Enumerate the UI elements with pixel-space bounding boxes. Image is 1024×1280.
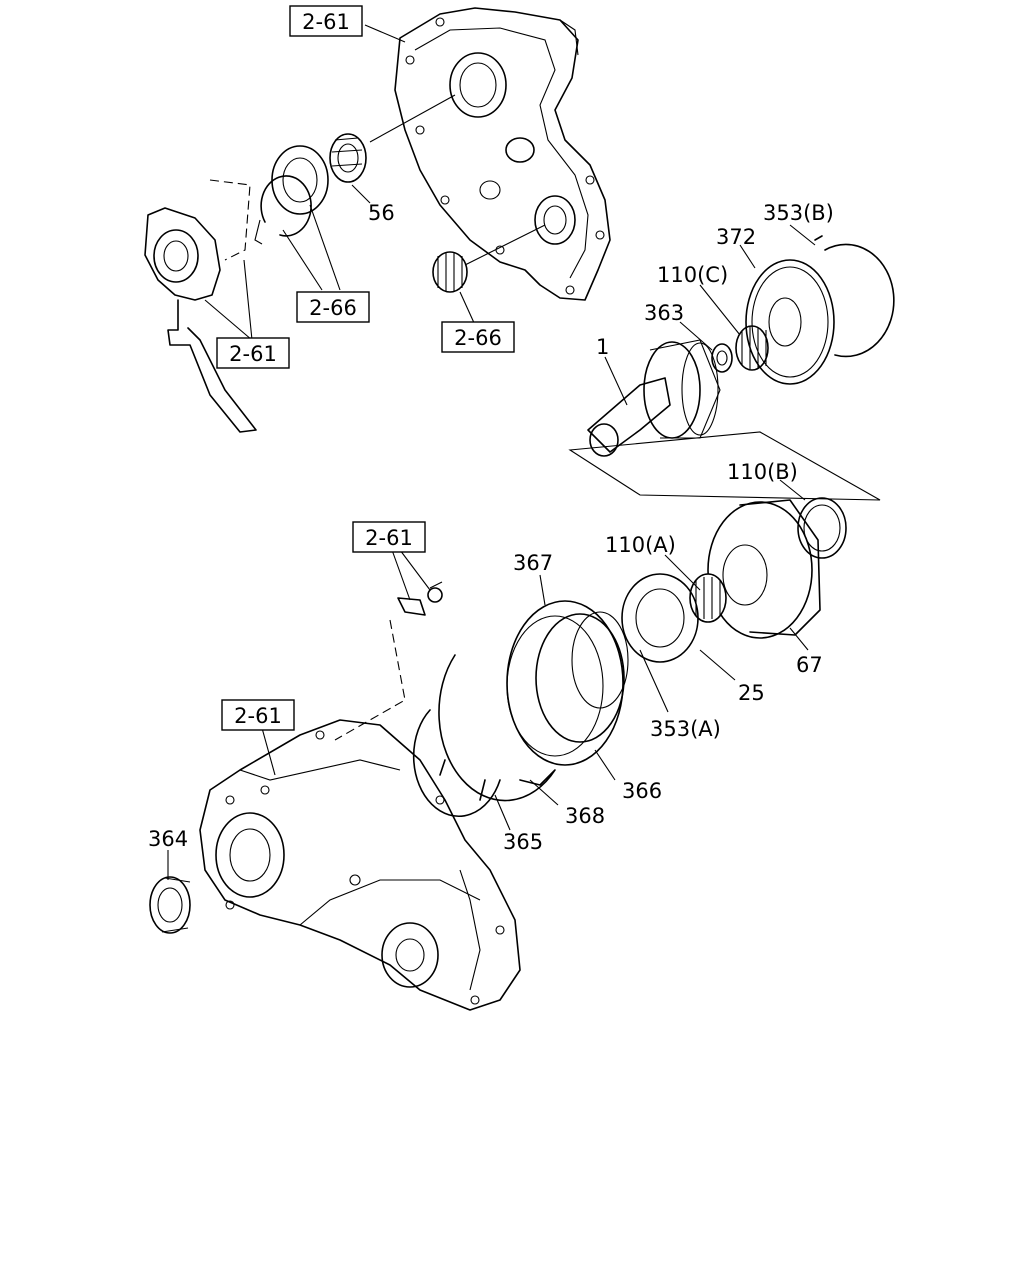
leader-line: [334, 619, 406, 741]
part-label-67: 67: [796, 653, 823, 677]
ref-label-2-61-bottom: 2-61: [234, 704, 282, 728]
leader-line: [243, 259, 253, 341]
leader-line: [364, 24, 406, 43]
leader-line: [399, 549, 431, 591]
part-label-353a: 353(A): [650, 717, 721, 741]
part-label-56: 56: [368, 201, 395, 225]
leader-line: [699, 284, 741, 336]
part-label-372: 372: [716, 225, 756, 249]
leader-line: [309, 204, 341, 291]
part-label-25: 25: [738, 681, 765, 705]
carrier-67: [707, 499, 821, 639]
leader-line: [594, 749, 616, 781]
leader-line: [464, 224, 546, 266]
group-outline: [568, 431, 881, 501]
ref-box: [352, 521, 426, 553]
leader-line: [679, 321, 713, 351]
leader-line: [391, 549, 411, 601]
part-label-368: 368: [565, 804, 605, 828]
part-label-353b: 353(B): [763, 201, 834, 225]
ref-box: [441, 321, 515, 353]
gear-372: [745, 259, 835, 385]
band-365: [412, 709, 501, 818]
seal-56: [329, 133, 367, 183]
bolt-bracket: [397, 581, 443, 616]
upper-case-cover: [394, 7, 611, 301]
leader-line: [351, 184, 371, 204]
ref-label-2-61-left: 2-61: [229, 342, 277, 366]
part-label-110b: 110(B): [727, 460, 798, 484]
leader-line: [604, 356, 628, 406]
part-label-110c: 110(C): [657, 263, 728, 287]
pump-bracket: [144, 179, 257, 433]
bearing-25: [621, 573, 699, 663]
ref-box: [221, 699, 295, 731]
leader-line: [739, 244, 756, 269]
output-shaft-1: [587, 339, 721, 457]
ref-box: [216, 337, 290, 369]
leader-line: [369, 94, 456, 143]
leader-line: [529, 779, 559, 806]
part-label-110a: 110(A): [605, 533, 676, 557]
leader-line: [664, 554, 701, 591]
part-label-366: 366: [622, 779, 662, 803]
leader-line: [779, 479, 806, 501]
leader-line: [282, 229, 323, 291]
part-label-364: 364: [148, 827, 188, 851]
part-label-1: 1: [596, 335, 609, 359]
lower-case-housing: [199, 719, 521, 1011]
ref-label-2-66-mid: 2-66: [454, 326, 502, 350]
snap-ring-353b: [814, 235, 895, 358]
bearing-110a: [689, 573, 727, 623]
ref-label-2-66-left: 2-66: [309, 296, 357, 320]
band-368: [438, 654, 556, 802]
ring-gear-367: [506, 600, 629, 766]
leader-line: [539, 574, 546, 606]
part-label-365: 365: [503, 830, 543, 854]
leader-line: [494, 794, 511, 831]
leader-line: [789, 224, 816, 246]
ref-box: [289, 5, 363, 37]
bearing-110c: [735, 325, 769, 371]
leader-line: [204, 299, 253, 341]
bearing-assembly-left: [254, 145, 329, 245]
needle-bearing-mid: [432, 251, 468, 293]
leader-line: [261, 727, 276, 776]
part-label-363: 363: [644, 301, 684, 325]
leader-line: [639, 649, 669, 713]
leader-line: [789, 627, 809, 651]
ref-box: [296, 291, 370, 323]
bearing-363: [711, 343, 733, 373]
ref-label-top: 2-61: [302, 10, 350, 34]
part-label-367: 367: [513, 551, 553, 575]
ref-label-2-61-mid: 2-61: [365, 526, 413, 550]
ring-110b: [797, 497, 847, 559]
leader-line: [699, 649, 736, 681]
leader-line: [459, 291, 476, 326]
seal-364: [149, 876, 191, 934]
